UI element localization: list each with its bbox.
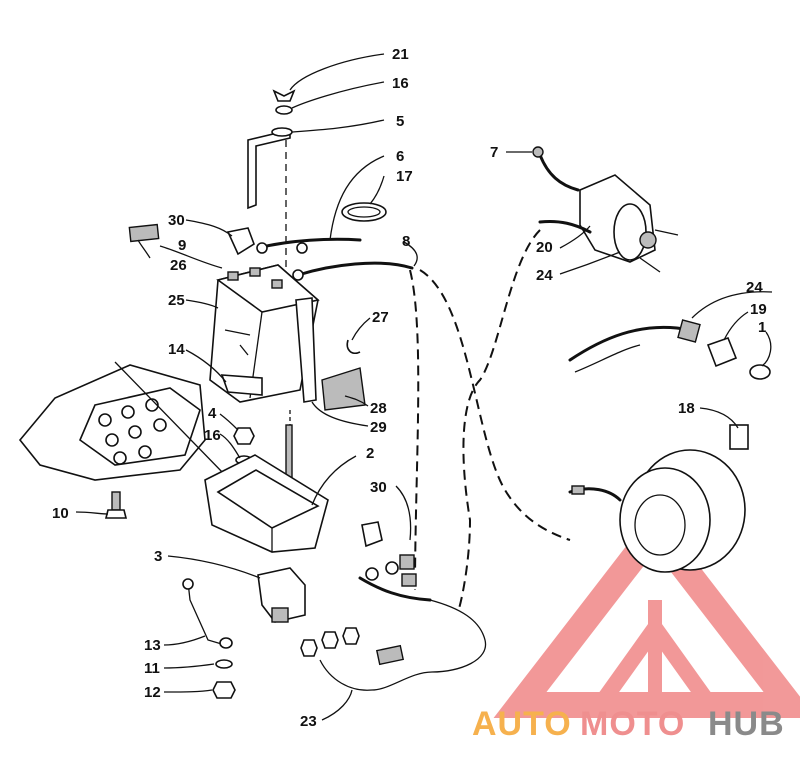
callout-28: 28 bbox=[370, 400, 387, 417]
switch-19 bbox=[706, 336, 738, 368]
relay bbox=[257, 567, 306, 623]
callout-16-top: 16 bbox=[392, 75, 409, 92]
washer-11 bbox=[215, 659, 233, 669]
callout-5: 5 bbox=[396, 113, 404, 130]
watermark-text: AUTO MOTO HUB bbox=[472, 705, 785, 743]
switch-harness bbox=[568, 325, 692, 362]
wing-nut bbox=[272, 89, 296, 102]
callout-27: 27 bbox=[372, 309, 389, 326]
callout-29: 29 bbox=[370, 419, 387, 436]
watermark-moto: MOTO bbox=[580, 705, 685, 743]
nut-1 bbox=[749, 364, 771, 380]
flywheel-housing bbox=[619, 449, 746, 573]
wire-clip bbox=[346, 339, 361, 355]
label-pad bbox=[128, 223, 160, 243]
callout-30-lower: 30 bbox=[370, 479, 387, 496]
battery-cable-positive bbox=[256, 237, 362, 250]
battery-box bbox=[204, 454, 329, 553]
bolt-10 bbox=[104, 491, 128, 519]
callout-11: 11 bbox=[144, 660, 160, 677]
battery-pad bbox=[220, 374, 263, 396]
callout-17: 17 bbox=[396, 168, 413, 185]
callout-7: 7 bbox=[490, 144, 498, 161]
callout-2: 2 bbox=[366, 445, 374, 462]
callout-3: 3 bbox=[154, 548, 162, 565]
callout-20: 20 bbox=[536, 239, 553, 256]
callout-26: 26 bbox=[170, 257, 187, 274]
callout-16-lower: 16 bbox=[204, 427, 221, 444]
nut-12 bbox=[212, 681, 236, 699]
ground-cable bbox=[296, 261, 414, 277]
starter-cable bbox=[358, 576, 432, 602]
chassis-mount-plate bbox=[18, 361, 226, 481]
callout-24-upper: 24 bbox=[536, 267, 553, 284]
cable-clamp bbox=[341, 202, 387, 222]
callout-24-right: 24 bbox=[746, 279, 763, 296]
decal-18 bbox=[729, 424, 749, 450]
callout-10: 10 bbox=[52, 505, 69, 522]
callout-6: 6 bbox=[396, 148, 404, 165]
battery bbox=[209, 264, 320, 403]
callout-9: 9 bbox=[178, 237, 186, 254]
washer-top bbox=[275, 105, 293, 115]
callout-23: 23 bbox=[300, 713, 317, 730]
callout-8: 8 bbox=[402, 233, 410, 250]
callout-19: 19 bbox=[750, 301, 767, 318]
callout-14: 14 bbox=[168, 341, 185, 358]
callout-13: 13 bbox=[144, 637, 161, 654]
nut-7 bbox=[532, 146, 544, 158]
callout-4: 4 bbox=[208, 405, 217, 422]
harness-run-b bbox=[457, 229, 541, 613]
callout-21: 21 bbox=[392, 46, 409, 63]
harness-run-a bbox=[409, 269, 420, 591]
support-rod bbox=[187, 581, 226, 646]
watermark-logo bbox=[493, 508, 800, 718]
callout-30-upper: 30 bbox=[168, 212, 185, 229]
callout-1: 1 bbox=[758, 319, 766, 336]
nut-4 bbox=[233, 427, 255, 445]
upper-bracket bbox=[247, 128, 291, 210]
watermark-auto: AUTO bbox=[472, 705, 572, 743]
battery-strap bbox=[295, 297, 317, 403]
lower-harness bbox=[319, 599, 487, 691]
mount-plate bbox=[321, 367, 366, 411]
starter-lead bbox=[538, 153, 580, 192]
terminal-boot-upper bbox=[226, 227, 255, 256]
callout-12: 12 bbox=[144, 684, 161, 701]
leader-lines bbox=[75, 53, 773, 721]
callout-25: 25 bbox=[168, 292, 185, 309]
callout-18: 18 bbox=[678, 400, 695, 417]
starter-motor bbox=[579, 174, 679, 273]
watermark-hub: HUB bbox=[708, 705, 785, 743]
harness-run-c bbox=[419, 269, 571, 541]
terminal-boot-lower bbox=[361, 521, 383, 548]
